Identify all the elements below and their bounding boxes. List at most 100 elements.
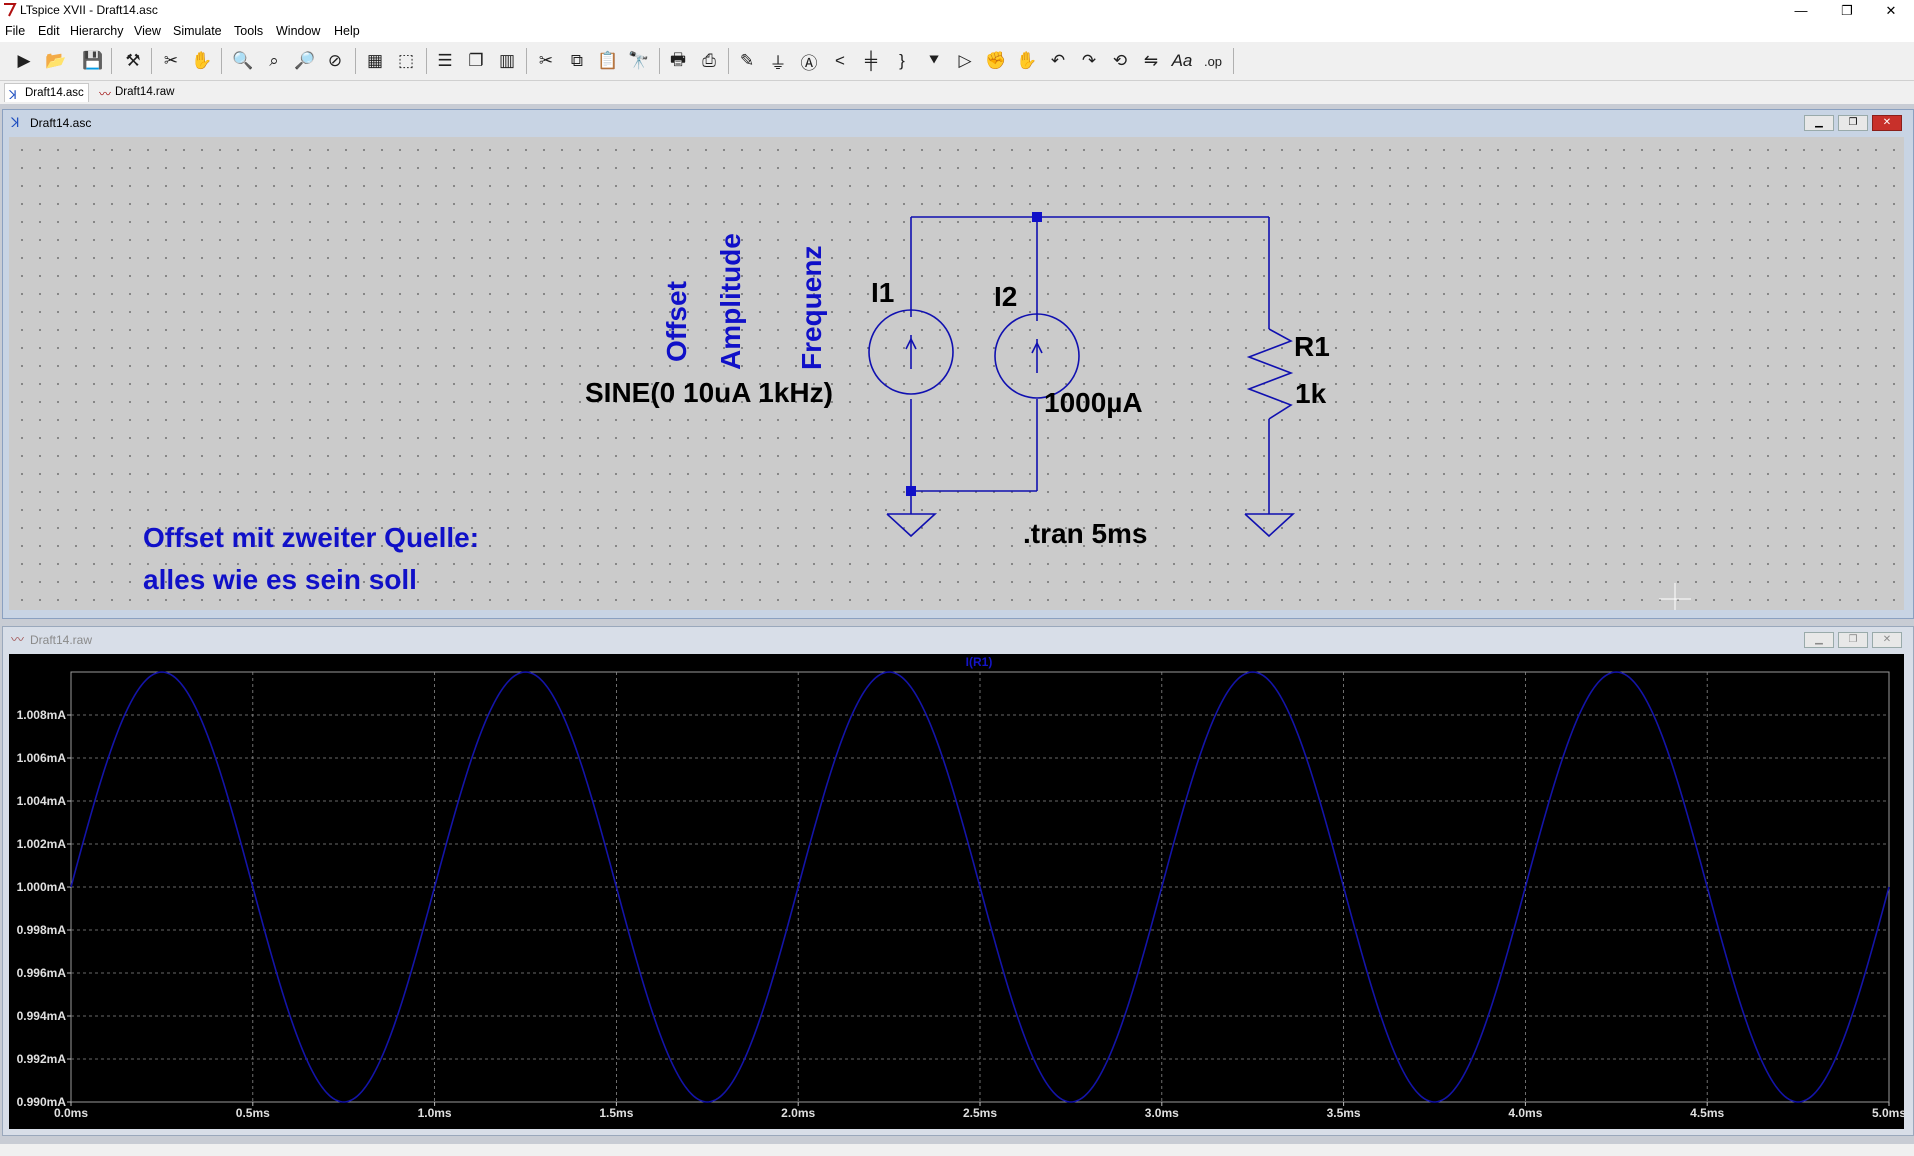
child-close-icon[interactable]: ✕ [1872,115,1902,131]
inductor-icon[interactable]: } [899,51,905,70]
zoom-out-icon[interactable]: 🔎 [294,51,316,70]
junction-bottom [906,486,916,496]
i2-value[interactable]: 1000µA [1044,387,1143,418]
mirror-icon[interactable]: ⇋ [1143,51,1159,70]
schematic-icon: ꓘ [11,115,20,130]
tab-draft14-raw[interactable]: 〰 Draft14.raw [95,83,178,101]
draw-wire-icon[interactable]: ✎ [739,51,755,70]
ground-icon[interactable]: ⏚ [769,53,787,73]
move-icon[interactable]: ✊ [985,51,1007,70]
x-tick-label: 4.5ms [1690,1106,1724,1120]
menu-simulate[interactable]: Simulate [173,24,222,38]
y-tick-label: 0.994mA [17,1009,67,1023]
i2-name[interactable]: I2 [994,281,1018,312]
x-tick-label: 5.0ms [1872,1106,1904,1120]
zoom-fit-icon[interactable]: ⌕ [269,51,279,70]
toolbar-separator [728,48,729,74]
control-panel-icon[interactable]: ⚒ [125,51,141,70]
frequenz-label[interactable]: Frequenz [796,245,827,370]
x-tick-label: 2.5ms [963,1106,997,1120]
autorange-icon[interactable]: ▦ [366,51,384,70]
tab-label: Draft14.raw [115,86,175,98]
drag-icon[interactable]: ✋ [1016,51,1038,70]
halt-icon[interactable]: ✂ [163,51,179,70]
tile-horizontal-icon[interactable]: ☰ [437,51,453,70]
comment-line-2[interactable]: alles wie es sein soll [143,564,417,595]
component-icon[interactable]: ▷ [958,51,972,70]
cut-icon[interactable]: ✂ [538,51,554,70]
menu-help[interactable]: Help [334,24,360,38]
waveform-icon: 〰 [11,632,25,647]
child-close-icon[interactable]: ✕ [1872,632,1902,648]
text-icon[interactable]: Aa [1171,51,1193,70]
window-titlebar: LTspice XVII - Draft14.asc — ❐ ✕ [0,0,1914,22]
print-setup-icon[interactable]: ⎙ [702,51,716,70]
capacitor-icon[interactable]: ╪ [864,51,878,70]
minimize-icon[interactable]: — [1794,3,1808,18]
open-icon[interactable]: 📂 [45,51,67,70]
cascade-icon[interactable]: ❐ [468,51,484,70]
menu-view[interactable]: View [134,24,161,38]
menu-edit[interactable]: Edit [38,24,60,38]
undo-icon[interactable]: ↶ [1050,51,1066,70]
zoom-in-icon[interactable]: 🔍 [232,51,254,70]
toolbar-separator [426,48,427,74]
x-tick-label: 2.0ms [781,1106,815,1120]
run-icon[interactable]: ▶ [17,51,31,70]
i1-source-symbol [868,309,954,395]
paste-icon[interactable]: 📋 [597,51,619,70]
spice-directive-icon[interactable]: .op [1203,53,1223,69]
tile-vertical-icon[interactable]: ▥ [498,51,516,70]
schematic-window-title: Draft14.asc [30,116,92,130]
r1-symbol [1246,328,1294,420]
i2-source-symbol [994,313,1080,399]
find-icon[interactable]: 🔭 [628,51,650,70]
pan-icon[interactable]: ✋ [191,51,213,70]
comment-line-1[interactable]: Offset mit zweiter Quelle: [143,522,480,553]
copy-icon[interactable]: ⧉ [570,51,584,70]
child-minimize-icon[interactable]: ▁ [1804,115,1834,131]
menu-file[interactable]: File [5,24,26,38]
toolbar-separator [355,48,356,74]
save-icon[interactable]: 💾 [82,51,104,70]
y-axis-ticks: 0.990mA0.992mA0.994mA0.996mA0.998mA1.000… [17,708,71,1109]
x-tick-label: 0.0ms [54,1106,88,1120]
i1-value[interactable]: SINE(0 10uA 1kHz) [585,377,833,408]
child-restore-icon[interactable]: ❐ [1838,632,1868,648]
mark-icon[interactable]: ⬚ [397,51,415,70]
i1-name[interactable]: I1 [871,277,895,308]
menu-hierarchy[interactable]: Hierarchy [70,24,124,38]
toolbar-separator [526,48,527,74]
resistor-icon[interactable]: < [835,51,845,70]
amplitude-label[interactable]: Amplitude [715,233,746,370]
toolbar-separator [151,48,152,74]
zoom-cancel-icon[interactable]: ⊘ [327,51,343,70]
diode-icon[interactable]: ⯆ [927,51,941,70]
label-net-icon[interactable]: Ⓐ [800,53,818,73]
waveform-icon: 〰 [99,87,112,101]
ground-r1 [1244,513,1296,538]
child-minimize-icon[interactable]: ▁ [1804,632,1834,648]
r1-name[interactable]: R1 [1294,331,1330,362]
tran-directive[interactable]: .tran 5ms [1023,518,1148,549]
y-tick-label: 0.998mA [17,923,67,937]
trace-label: I(R1) [966,655,993,669]
close-icon[interactable]: ✕ [1885,3,1897,18]
r1-value[interactable]: 1k [1295,378,1327,409]
rotate-icon[interactable]: ⟲ [1112,51,1128,70]
schematic-canvas[interactable]: Offset Amplitude Frequenz SINE(0 10uA 1k… [9,137,1904,610]
offset-label[interactable]: Offset [661,281,692,362]
window-title: LTspice XVII - Draft14.asc [20,3,158,17]
y-tick-label: 1.002mA [17,837,67,851]
redo-icon[interactable]: ↷ [1081,51,1097,70]
menu-window[interactable]: Window [276,24,321,38]
schematic-window-titlebar: ꓘ Draft14.asc ▁ ❐ ✕ [2,111,1912,135]
tab-draft14-asc[interactable]: ꓘ Draft14.asc [4,83,89,102]
menu-tools[interactable]: Tools [234,24,264,38]
restore-icon[interactable]: ❐ [1841,3,1853,18]
child-restore-icon[interactable]: ❐ [1838,115,1868,131]
print-icon[interactable]: 🖶 [669,49,687,69]
